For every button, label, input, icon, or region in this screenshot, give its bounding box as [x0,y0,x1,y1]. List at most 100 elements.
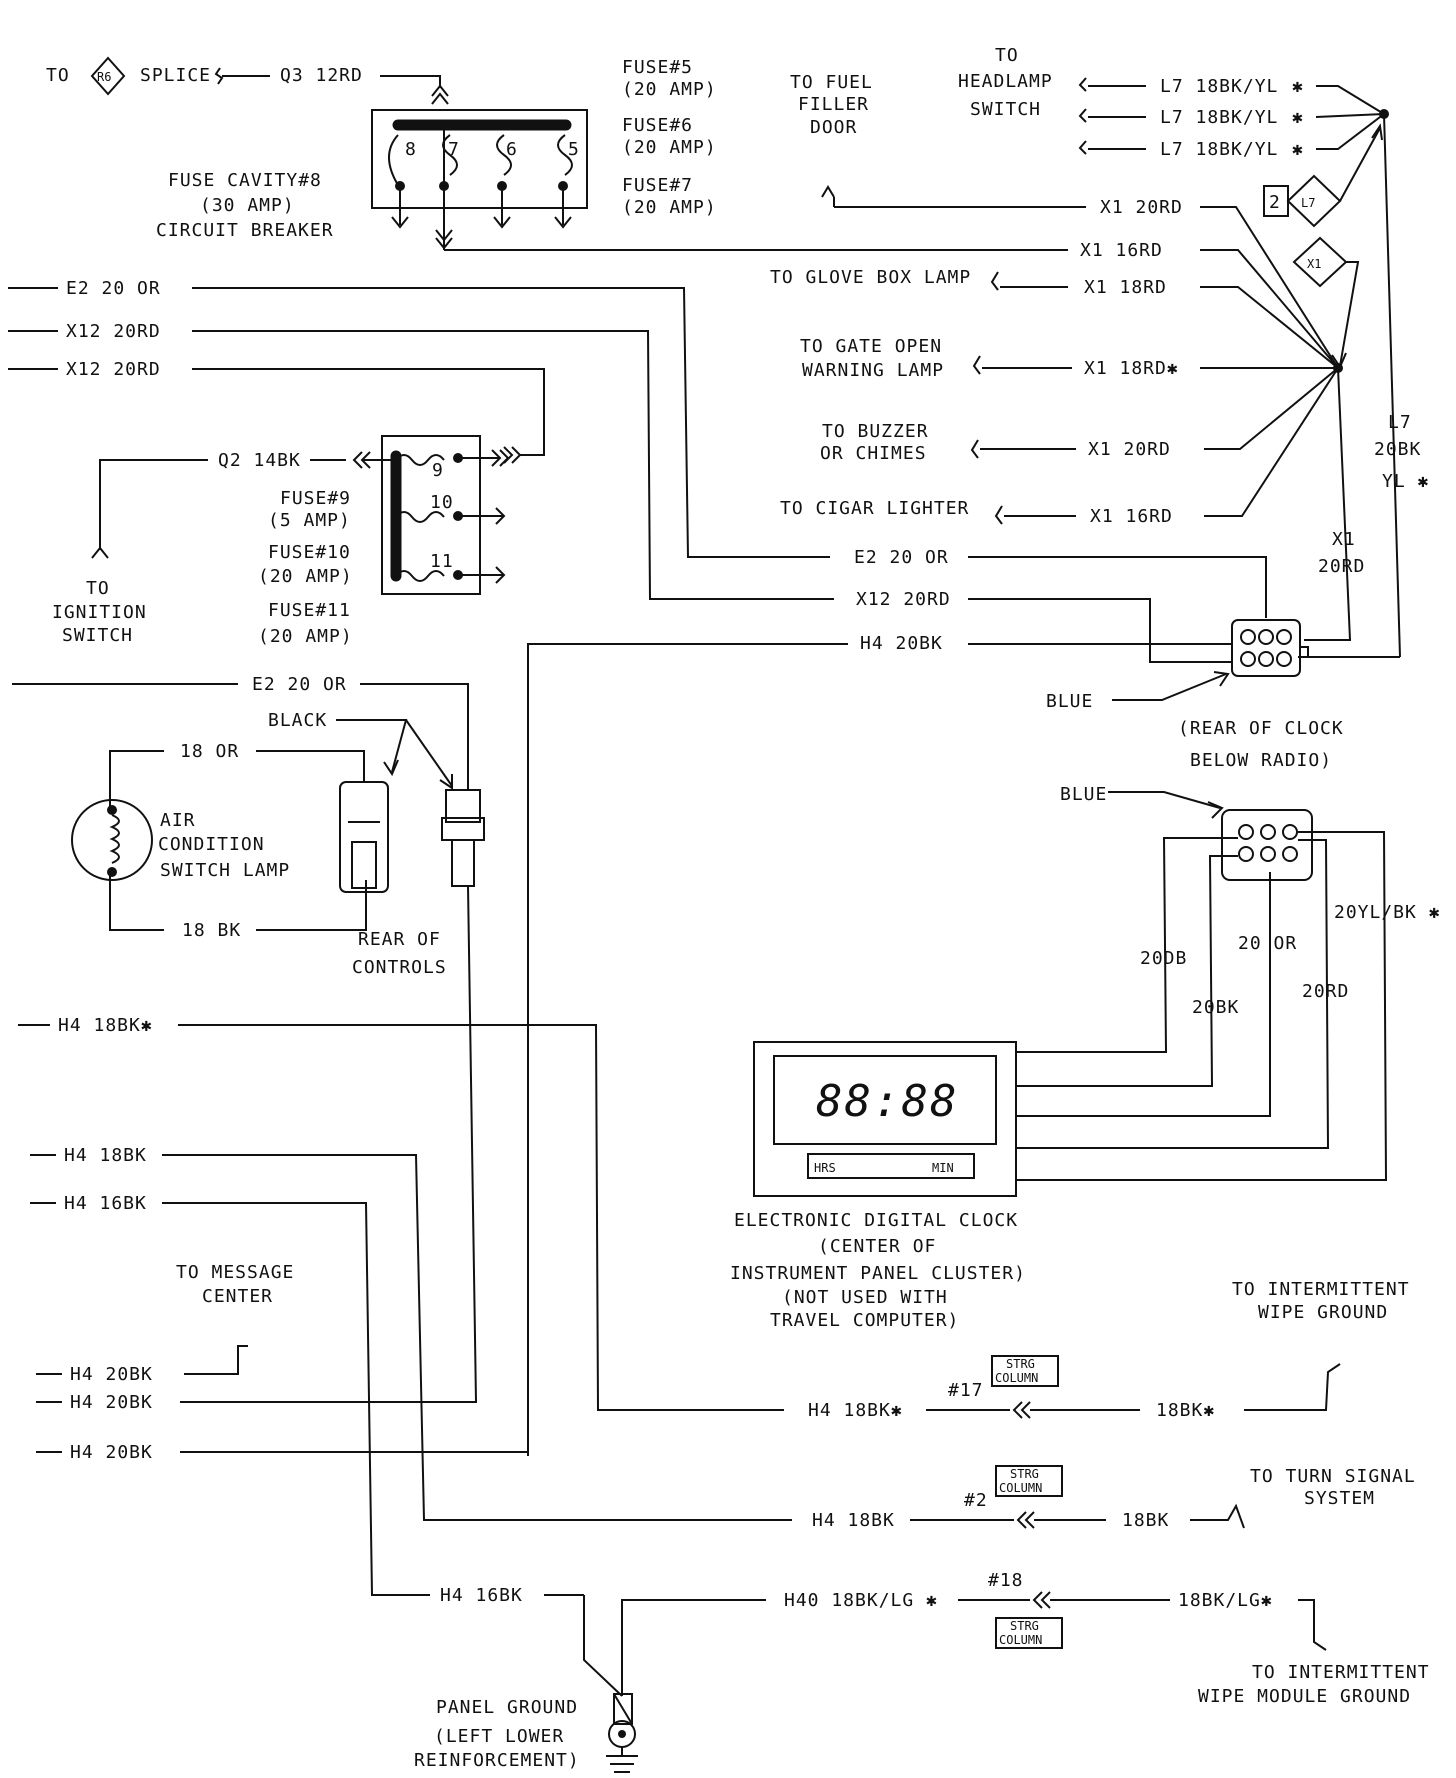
r3-strg: STRG [1010,1619,1039,1633]
l7-v-line1: L7 [1388,412,1412,433]
splice-x1-text: X1 [1307,257,1321,271]
ts-line2: SYSTEM [1304,1488,1375,1509]
splice-l7: 2 L7 [1263,123,1383,228]
x1-wire-16rd-top: X1 16RD [1080,240,1163,261]
rear-controls-2: CONTROLS [352,957,447,978]
wire-x12-mid: X12 20RD [856,589,951,610]
r1-column: COLUMN [995,1371,1038,1385]
message-line2: CENTER [202,1286,273,1307]
r2-strg: STRG [1010,1467,1039,1481]
cavity-8-num: 8 [405,139,417,160]
rear-controls-1: REAR OF [358,929,441,950]
wm-line1: TO INTERMITTENT [1252,1662,1430,1683]
ignition-line2: IGNITION [52,602,147,623]
l7-star-1: ✱ [1292,76,1304,97]
wire-18bk: 18 BK [182,920,241,941]
x1-vertical-label: X1 20RD [1318,529,1365,577]
splice-x1: X1 [1200,206,1360,641]
fuse6-line1: FUSE#6 [622,115,693,136]
blue-label-rear: BLUE [1046,691,1093,712]
x1-v-line1: X1 [1332,529,1356,550]
fuse-block-mid: 9 10 11 [381,435,510,595]
fuse5-line1: FUSE#5 [622,57,693,78]
x1-v-line2: 20RD [1318,556,1365,577]
clock-min: MIN [932,1161,954,1175]
intermittent-wipe-ground: TO INTERMITTENT WIPE GROUND [1232,1279,1409,1323]
r2-num: #2 [964,1490,988,1511]
l7-star-2: ✱ [1292,107,1304,128]
ignition-line1: TO [86,578,110,599]
fuse11-line1: FUSE#11 [268,600,351,621]
clock-label-4: (NOT USED WITH [782,1287,948,1308]
pg-line1: PANEL GROUND [436,1697,578,1718]
l7-v-line2: 20BK [1374,439,1421,460]
wire-x12-a: X12 20RD [66,321,161,342]
electronic-digital-clock: 88:88 HRS MIN ELECTRONIC DIGITAL CLOCK (… [730,1041,1025,1331]
mid-wires: E2 20 OR X12 20RD H4 20BK [527,547,1267,1456]
headlamp-line1: TO [995,45,1019,66]
r3-mid: H40 18BK/LG ✱ [784,1590,938,1611]
wire-q3: Q3 12RD [280,65,363,86]
fuel-filler-door: TO FUEL FILLER DOOR [790,72,1086,208]
l7-vertical-label: L7 20BK YL ✱ [1374,412,1428,492]
lamp-line3: SWITCH LAMP [160,860,290,881]
cavity-5-num: 5 [568,139,580,160]
fuse-block-top: 8 7 6 5 [371,109,1068,251]
fuse-cavity-8-label: FUSE CAVITY#8 (30 AMP) CIRCUIT BREAKER [156,170,334,241]
fuse11-line2: (20 AMP) [258,626,353,647]
dest-gate-1: TO GATE OPEN [800,336,942,357]
dest-glove-box: TO GLOVE BOX LAMP [770,267,971,288]
wire-e2-top: E2 20 OR [66,278,161,299]
wire-e2-ac: E2 20 OR [252,674,347,695]
message-line1: TO MESSAGE [176,1262,294,1283]
cavity8-line1: FUSE CAVITY#8 [168,170,322,191]
fuse5-line2: (20 AMP) [622,79,717,100]
wire-h4-20bk-2: H4 20BK [70,1392,153,1413]
l7-star-3: ✱ [1292,139,1304,160]
left-wires-top: E2 20 OR X12 20RD X12 20RD [8,278,834,600]
bottom-wire-row-2: H4 18BK #2 STRG COLUMN 18BK [812,1465,1245,1531]
iwg-line2: WIPE GROUND [1258,1302,1388,1323]
clock-rear-connector: BLUE (REAR OF CLOCK BELOW RADIO) [1046,619,1343,771]
panel-ground: PANEL GROUND (LEFT LOWER REINFORCEMENT) [414,1693,638,1773]
black-label: BLACK [268,710,327,731]
headlamp-line3: SWITCH [970,99,1041,120]
fuse9-line1: FUSE#9 [280,488,351,509]
wire-e2-mid: E2 20 OR [854,547,949,568]
r1-num: #17 [948,1380,984,1401]
clock-wire-20rd: 20RD [1302,981,1349,1002]
fuse9-num: 9 [432,460,444,481]
wire-h4-20bk-1: H4 20BK [70,1364,153,1385]
wire-q2: Q2 14BK [218,450,301,471]
l7-wire-1: L7 18BK/YL [1160,76,1278,97]
r2-column: COLUMN [999,1481,1042,1495]
bottom-wire-row-3: H4 16BK H40 18BK/LG ✱ #18 STRG COLUMN 18… [440,1570,1327,1697]
x1-wire-20rd-top: X1 20RD [1100,197,1183,218]
clock-label-1: ELECTRONIC DIGITAL CLOCK [734,1210,1018,1231]
splice-badge-diamond [90,56,126,96]
wire-18or: 18 OR [180,741,239,762]
lamp-line1: AIR [160,810,196,831]
clock-wire-20bk: 20BK [1192,997,1239,1018]
x1-wire-18rd-star: X1 18RD✱ [1084,358,1179,379]
x1-wire-20rd: X1 20RD [1088,439,1171,460]
cavity8-line3: CIRCUIT BREAKER [156,220,334,241]
fuse7-line2: (20 AMP) [622,197,717,218]
wire-h4-20bk-3: H4 20BK [70,1442,153,1463]
ignition-switch: Q2 14BK TO IGNITION SWITCH [52,450,394,646]
fuse10-line2: (20 AMP) [258,566,353,587]
fuse-5-7-labels: FUSE#5 (20 AMP) FUSE#6 (20 AMP) FUSE#7 (… [622,57,717,218]
fuel-line1: TO FUEL [790,72,873,93]
dest-buzzer-1: TO BUZZER [822,421,929,442]
wire-h4-16bk: H4 16BK [64,1193,147,1214]
splice-l7-num: 2 [1269,192,1281,213]
r1-left: H4 18BK✱ [808,1400,903,1421]
fuse10-line1: FUSE#10 [268,542,351,563]
bottom-wire-row-1: H4 18BK✱ #17 STRG COLUMN 18BK✱ [808,1355,1341,1421]
r2-left: H4 18BK [812,1510,895,1531]
fuse-9-11-labels: FUSE#9 (5 AMP) FUSE#10 (20 AMP) FUSE#11 … [258,488,353,647]
turn-signal-system: TO TURN SIGNAL SYSTEM [1250,1466,1415,1509]
wire-x12-b: X12 20RD [66,359,161,380]
r3-num: #18 [988,1570,1024,1591]
x1-wire-labels: X1 20RD X1 16RD X1 18RD X1 18RD✱ X1 20RD… [1080,197,1183,527]
